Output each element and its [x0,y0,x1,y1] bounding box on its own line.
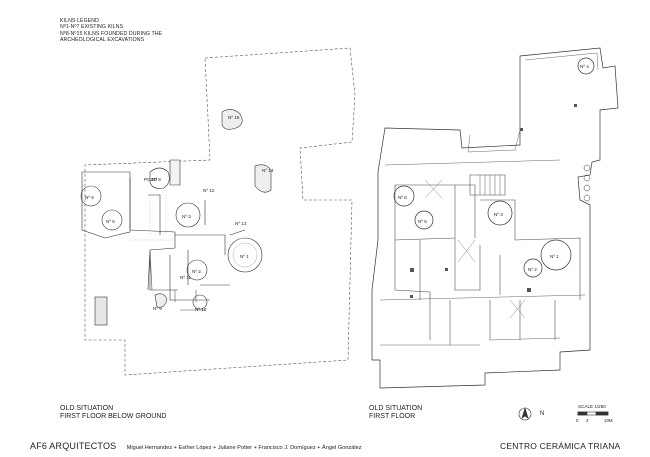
left-walls [129,178,246,301]
right-plan-caption: OLD SITUATION FIRST FLOOR [369,405,422,421]
right-column-circles [583,164,591,202]
right-kiln-6-shape [393,185,415,207]
legend-line-founded: Nº8-Nº15 KILNS FOUNDED DURING THE [60,30,163,37]
right-pillars [410,104,577,298]
right-kiln-label-4: Nº 4 [580,64,589,69]
left-kiln-label-14: Nº 14 [262,168,274,173]
right-kiln-4-shape [577,57,595,75]
right-kiln-label-5: Nº 5 [418,219,427,224]
right-kiln-label-3: Nº 3 [494,212,503,217]
right-room-grid [394,174,581,345]
left-kiln-2-shape [186,259,208,281]
scale-ticks: 0 3 10M [576,418,613,423]
left-site-outline [84,47,356,376]
right-plan [371,47,619,389]
left-pozo-label: POZO [144,177,157,182]
footer-credits: AF6 ARQUITECTOS Miguel Hernandez + Esthe… [30,441,362,451]
left-kiln-1-shape [227,237,263,273]
right-kiln-label-1: Nº 1 [550,254,559,259]
left-room-west [81,171,131,239]
right-caption-line1: OLD SITUATION [369,405,423,412]
left-pozo-shape [169,159,181,186]
left-caption-line2: FIRST FLOOR BELOW GROUND [60,413,167,421]
left-hatch [130,195,175,241]
left-kiln-5-shape [101,209,123,231]
left-kiln-label-1: Nº 1 [240,254,249,259]
left-kiln-10-shape [192,294,208,310]
firm-name: AF6 ARQUITECTOS [30,441,117,451]
kilns-legend: KILNS LEGEND Nº1-Nº7 EXISTING KILNS Nº8-… [60,18,162,44]
right-plan-labels: Nº 4 Nº 6 Nº 3 Nº 5 Nº 1 Nº 2 [398,64,589,272]
left-kiln-label-2: Nº 2 [192,269,201,274]
project-title: CENTRO CERÁMICA TRIANA [500,441,621,451]
north-arrow-icon [518,406,532,421]
left-plan [80,47,356,376]
right-kiln-label-2: Nº 2 [528,267,537,272]
left-kiln-label-8: Nº 8 [152,177,161,182]
left-kiln-label-6: Nº 6 [85,195,94,200]
right-inner-outline [379,52,599,346]
right-kiln-1-shape [540,239,572,271]
left-plan-caption: OLD SITUATION FIRST FLOOR BELOW GROUND [60,405,166,421]
right-staircase [479,175,501,195]
left-kiln-label-3: Nº 3 [182,214,191,219]
right-void-marks [424,179,526,319]
left-kiln-14-shape [254,164,272,193]
right-outer-wall [371,47,619,389]
left-caption-line1: OLD SITUATION [60,405,114,412]
scale-bar [577,411,609,416]
left-plan-labels: Nº 15 Nº 14 Nº 8 POZO Nº 12 Nº 6 Nº 3 Nº… [85,115,274,312]
right-kiln-2-shape [523,258,543,278]
left-kiln-label-12: Nº 12 [203,188,215,193]
left-kiln-6-shape [80,185,102,207]
team-members: Miguel Hernandez + Esther López + Julian… [126,445,362,451]
left-kiln-15-shape [221,109,243,130]
scale-tick-10: 10M [604,418,613,423]
right-caption-line2: FIRST FLOOR [369,413,416,421]
left-kiln-label-9: Nº 9 [153,306,162,311]
left-kiln-label-11: Nº 11 [180,275,191,280]
left-blob-8 [154,293,168,308]
left-kiln-label-10: Nº 10 [195,307,207,312]
north-label: N [540,411,545,417]
scale-label: SCALE 1/250 [578,404,606,409]
legend-title: KILNS LEGEND [60,18,99,24]
legend-line-existing: Nº1-Nº7 EXISTING KILNS [60,24,124,31]
left-kiln-label-5: Nº 5 [106,219,115,224]
left-kiln-9-shape [149,167,170,189]
left-wall-double [149,249,205,311]
left-kiln-label-15: Nº 15 [228,115,240,120]
scale-tick-3: 3 [586,418,589,423]
left-kiln-label-13: Nº 13 [235,221,247,226]
left-small-room [94,296,108,326]
right-kiln-3-shape [487,200,513,226]
left-kiln-3-shape [175,202,201,228]
right-kiln-5-shape [414,210,434,230]
legend-line-excavations: ARCHEOLOGICAL EXCAVATIONS [60,37,145,44]
scale-tick-0: 0 [576,418,579,423]
right-kiln-label-6: Nº 6 [398,195,407,200]
